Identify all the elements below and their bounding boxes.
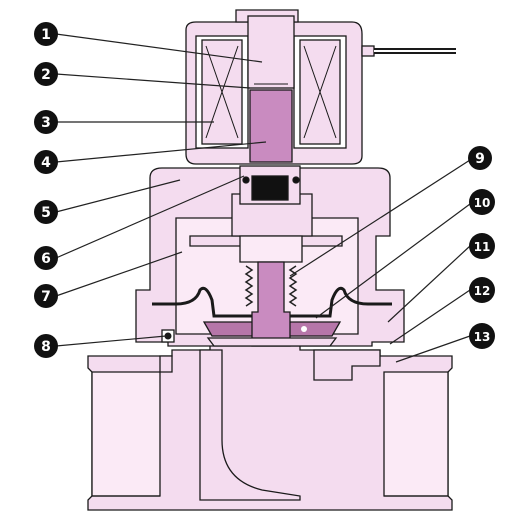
- callout-9: 9: [468, 146, 492, 170]
- callout-4: 4: [34, 150, 58, 174]
- callout-2-label: 2: [41, 67, 51, 83]
- callout-13: 13: [469, 323, 495, 349]
- callout-7-label: 7: [41, 289, 51, 305]
- fixed-core: [247, 15, 295, 89]
- callout-13-label: 13: [474, 330, 491, 344]
- outlet-port: [383, 371, 449, 497]
- callout-4-label: 4: [41, 155, 51, 171]
- callout-6-label: 6: [41, 251, 51, 267]
- callout-9-label: 9: [475, 151, 485, 167]
- callout-10-label: 10: [474, 196, 491, 210]
- callout-10: 10: [469, 189, 495, 215]
- solenoid-housing: [185, 9, 456, 165]
- callout-8: 8: [34, 334, 58, 358]
- callout-3: 3: [34, 110, 58, 134]
- pilot-orifice: [239, 165, 301, 205]
- callout-5-label: 5: [41, 205, 51, 221]
- callout-12: 12: [469, 277, 495, 303]
- callout-3-label: 3: [41, 115, 51, 131]
- callout-5: 5: [34, 200, 58, 224]
- inlet-port: [91, 371, 161, 497]
- valve-stem: [251, 261, 291, 347]
- callout-11: 11: [469, 233, 495, 259]
- plunger: [249, 89, 293, 163]
- callout-8-label: 8: [41, 339, 51, 355]
- valve-body: [87, 339, 453, 511]
- callout-1-label: 1: [41, 27, 51, 43]
- pilot-hole: [301, 326, 307, 332]
- diaphragm-assembly: [152, 261, 392, 347]
- callout-badges: 1 2 3 4 5 6 7 8: [34, 22, 495, 358]
- callout-7: 7: [34, 284, 58, 308]
- callout-11-label: 11: [474, 240, 491, 254]
- callout-12-label: 12: [474, 284, 491, 298]
- callout-1: 1: [34, 22, 58, 46]
- diaphragm-spring: [244, 265, 298, 307]
- callout-6: 6: [34, 246, 58, 270]
- callout-2: 2: [34, 62, 58, 86]
- o-ring-body: [161, 329, 175, 343]
- leader-lines: [55, 33, 471, 363]
- body-partition: [199, 349, 301, 501]
